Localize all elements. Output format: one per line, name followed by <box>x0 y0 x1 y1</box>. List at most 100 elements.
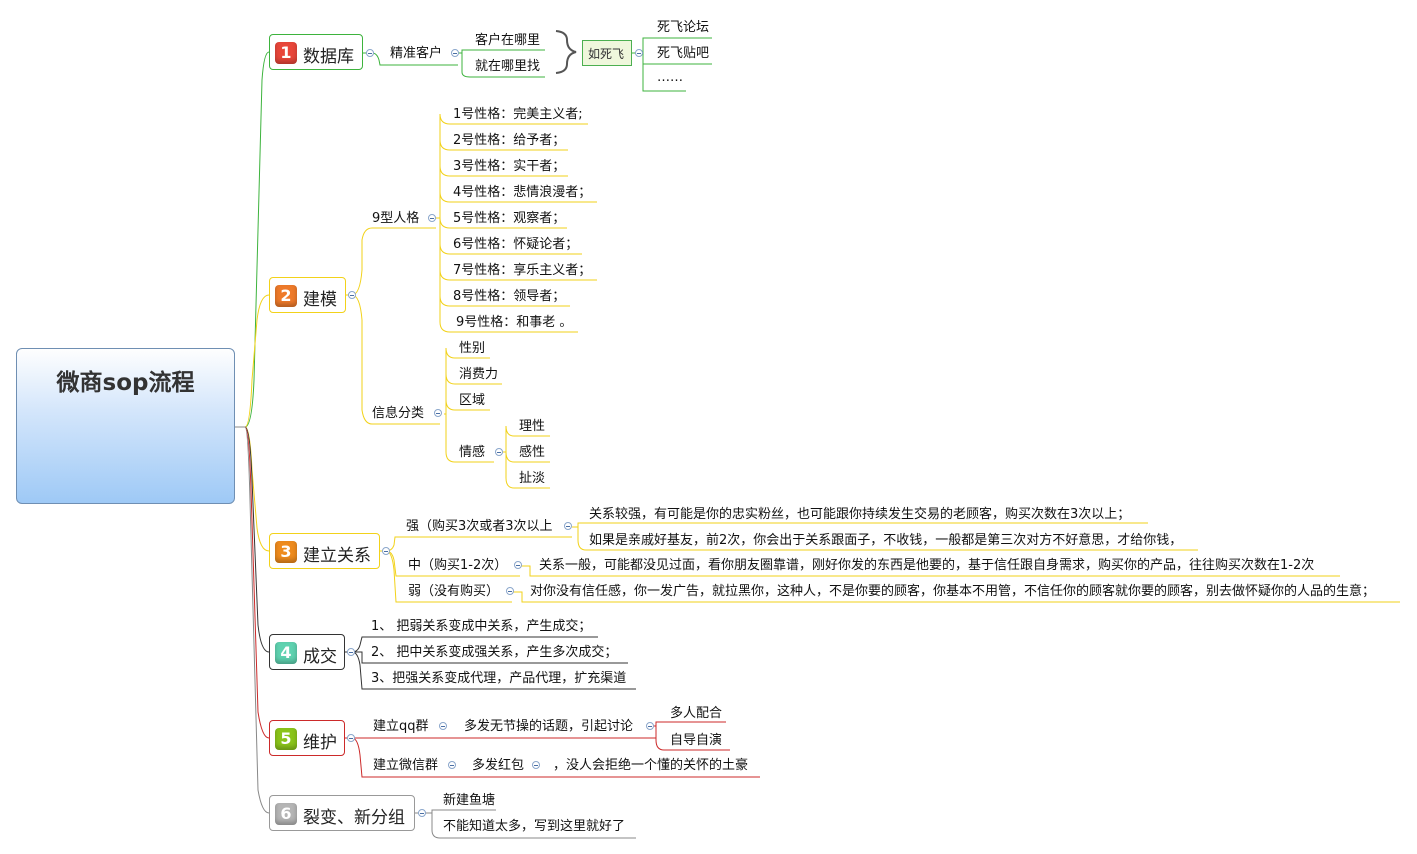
node-team-coordination[interactable]: 多人配合 <box>670 706 723 721</box>
node-type-2[interactable]: 2号性格：给予者； <box>453 133 566 148</box>
collapse-toggle[interactable] <box>448 761 456 769</box>
connector-line <box>235 426 270 653</box>
node-discussion-topics[interactable]: 多发无节操的话题，引起讨论 <box>464 719 634 734</box>
node-closing-step-1[interactable]: 1、 把弱关系变成中关系，产生成交； <box>371 619 592 634</box>
connector-line <box>436 217 578 333</box>
node-find-there[interactable]: 就在哪里找 <box>475 59 541 74</box>
topic-database[interactable]: 1 数据库 <box>269 34 363 70</box>
topic-label: 成交 <box>303 647 337 667</box>
connector-line <box>235 426 270 814</box>
connector-line <box>436 191 597 219</box>
connector-line <box>444 347 490 415</box>
topic-number-badge: 4 <box>275 642 297 664</box>
connector-line <box>512 591 1400 603</box>
node-enneagram[interactable]: 9型人格 <box>372 211 420 226</box>
node-type-6[interactable]: 6号性格：怀疑论者； <box>453 237 579 252</box>
connector-line <box>436 113 588 219</box>
root-title: 微商sop流程 <box>56 370 195 396</box>
collapse-toggle[interactable] <box>635 49 643 57</box>
node-rational[interactable]: 理性 <box>519 419 546 434</box>
connector-line <box>351 294 440 425</box>
node-type-4[interactable]: 4号性格：悲情浪漫者； <box>453 185 592 200</box>
connector-line <box>444 399 490 415</box>
node-wechat-group[interactable]: 建立微信群 <box>373 758 439 773</box>
node-type-8[interactable]: 8号性格：领导者； <box>453 289 566 304</box>
node-new-fish-pond[interactable]: 新建鱼塘 <box>443 793 496 808</box>
collapse-toggle[interactable] <box>348 291 356 299</box>
node-self-directed[interactable]: 自导自演 <box>670 733 723 748</box>
node-red-envelopes[interactable]: 多发红包 <box>472 758 525 773</box>
connector-line <box>436 139 568 219</box>
node-nonsense[interactable]: 扯淡 <box>519 471 546 486</box>
connector-line <box>235 294 270 428</box>
node-precise-customer[interactable]: 精准客户 <box>390 46 443 61</box>
topic-label: 数据库 <box>303 47 354 67</box>
topic-label: 维护 <box>303 733 337 753</box>
node-weak-relationship[interactable]: 弱（没有购买） <box>408 584 500 599</box>
node-medium-desc[interactable]: 关系一般，可能都没见过面，看你朋友圈靠谱，刚好你发的东西是他要的，基于信任跟自身… <box>539 558 1315 573</box>
node-type-5[interactable]: 5号性格：观察者； <box>453 211 566 226</box>
collapse-toggle[interactable] <box>434 409 442 417</box>
node-emotional[interactable]: 感性 <box>519 445 546 460</box>
connector-line <box>503 451 550 489</box>
connector-line <box>436 165 568 219</box>
node-like-sifei[interactable]: 如死飞 <box>582 40 632 66</box>
connector-line <box>652 721 730 751</box>
collapse-toggle[interactable] <box>428 214 436 222</box>
topic-build-relationship[interactable]: 3 建立关系 <box>269 533 380 569</box>
node-where-customers[interactable]: 客户在哪里 <box>475 33 541 48</box>
collapse-toggle[interactable] <box>532 761 540 769</box>
collapse-toggle[interactable] <box>347 648 355 656</box>
topic-number-badge: 3 <box>275 541 297 563</box>
collapse-toggle[interactable] <box>646 722 654 730</box>
topic-fission-regroup[interactable]: 6 裂变、新分组 <box>269 795 415 831</box>
node-qq-group[interactable]: 建立qq群 <box>373 719 429 734</box>
collapse-toggle[interactable] <box>564 522 572 530</box>
node-closing-step-3[interactable]: 3、把强关系变成代理，产品代理，扩充渠道 <box>371 671 627 686</box>
collapse-toggle[interactable] <box>506 587 514 595</box>
node-stop-here[interactable]: 不能知道太多，写到这里就好了 <box>443 819 626 834</box>
connector-line <box>555 30 577 74</box>
topic-label: 建模 <box>303 290 337 310</box>
node-type-9[interactable]: 9号性格：和事老 。 <box>456 315 573 330</box>
node-gender[interactable]: 性别 <box>459 341 486 356</box>
node-weak-desc[interactable]: 对你没有信任感，你一发广告，就拉黑你，这种人，不是你要的顾客，你基本不用管，不信… <box>530 584 1376 599</box>
node-sifei-tieba[interactable]: 死飞贴吧 <box>657 46 710 61</box>
topic-label: 裂变、新分组 <box>303 808 405 828</box>
node-strong-desc-2[interactable]: 如果是亲戚好基友，前2次，你会出于关系跟面子，不收钱，一般都是第三次对方不好意思… <box>589 533 1183 548</box>
node-ellipsis[interactable]: …… <box>657 70 683 85</box>
node-caring-tycoon[interactable]: ，没人会拒绝一个懂的关怀的土豪 <box>553 758 749 773</box>
node-type-3[interactable]: 3号性格：实干者； <box>453 159 566 174</box>
collapse-toggle[interactable] <box>439 722 447 730</box>
collapse-toggle[interactable] <box>514 561 522 569</box>
connector-line <box>444 413 494 463</box>
node-medium-relationship[interactable]: 中（购买1-2次） <box>408 558 508 573</box>
node-emotion[interactable]: 情感 <box>459 445 486 460</box>
connector-line <box>456 49 545 78</box>
collapse-toggle[interactable] <box>347 734 355 742</box>
topic-label: 建立关系 <box>303 546 371 566</box>
node-type-1[interactable]: 1号性格：完美主义者; <box>453 107 583 122</box>
collapse-toggle[interactable] <box>451 49 459 57</box>
collapse-toggle[interactable] <box>366 49 374 57</box>
collapse-toggle[interactable] <box>495 448 503 456</box>
node-strong-desc-1[interactable]: 关系较强，有可能是你的忠实粉丝，也可能跟你持续发生交易的老顾客，购买次数在3次以… <box>589 507 1131 522</box>
node-type-7[interactable]: 7号性格：享乐主义者； <box>453 263 592 278</box>
node-spending-power[interactable]: 消费力 <box>459 367 499 382</box>
node-sifei-forum[interactable]: 死飞论坛 <box>657 20 710 35</box>
topic-modeling[interactable]: 2 建模 <box>269 277 346 313</box>
topic-closing[interactable]: 4 成交 <box>269 634 345 670</box>
root-topic[interactable]: 微商sop流程 <box>16 348 235 504</box>
connector-line <box>352 651 628 664</box>
topic-maintenance[interactable]: 5 维护 <box>269 720 345 756</box>
connector-line <box>444 373 502 415</box>
collapse-toggle[interactable] <box>382 547 390 555</box>
topic-number-badge: 1 <box>275 42 297 64</box>
connector-line <box>520 565 1340 577</box>
collapse-toggle[interactable] <box>418 809 426 817</box>
node-region[interactable]: 区域 <box>459 393 486 408</box>
node-closing-step-2[interactable]: 2、 把中关系变成强关系，产生多次成交； <box>371 645 618 660</box>
node-strong-relationship[interactable]: 强（购买3次或者3次以上 <box>406 519 553 534</box>
node-info-classification[interactable]: 信息分类 <box>372 406 425 421</box>
